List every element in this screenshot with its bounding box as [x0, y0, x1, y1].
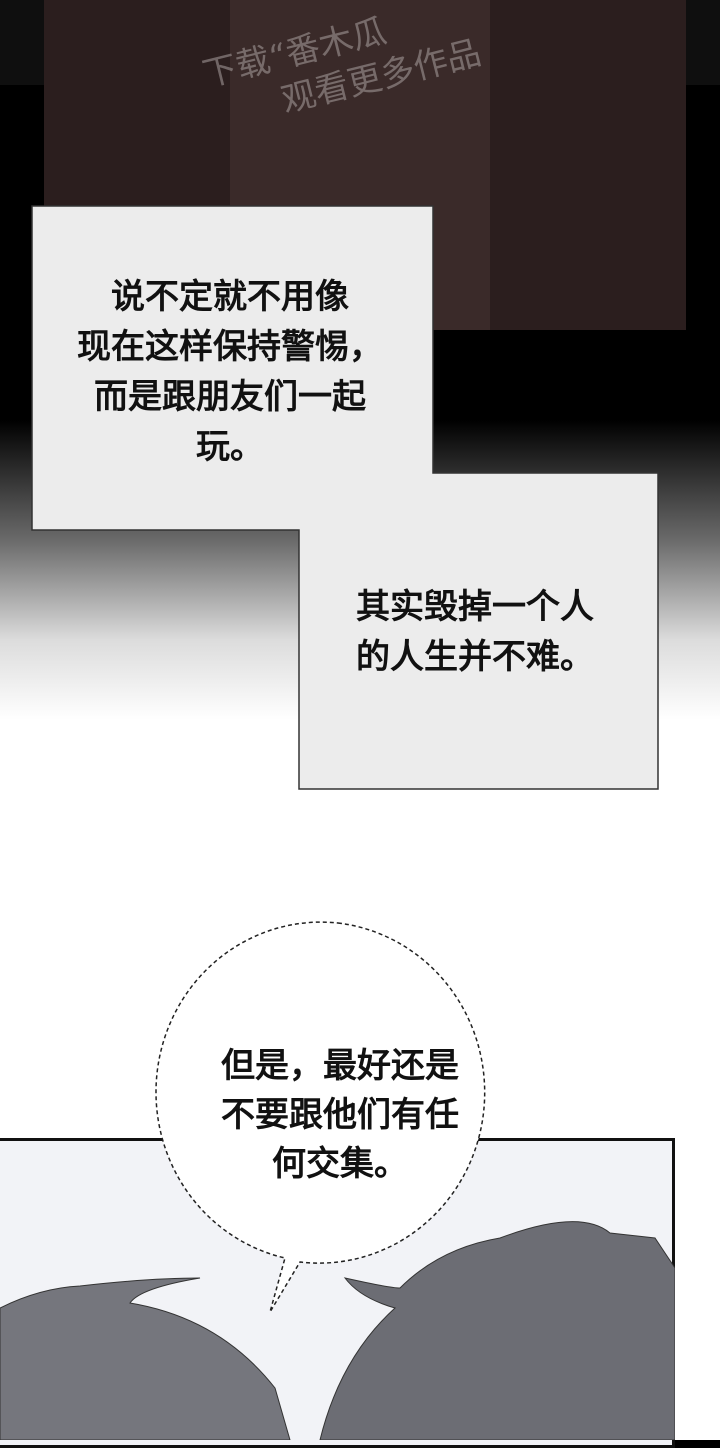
caption-box-shape [31, 205, 659, 790]
left-character-hair [0, 1277, 291, 1440]
hair-illustration [0, 1221, 675, 1440]
caption-1: 说不定就不用像 现在这样保持警惕， 而是跟朋友们一起 玩。 [77, 277, 383, 467]
caption-2: 其实毁掉一个人 的人生并不难。 [356, 587, 594, 677]
right-character-hair [319, 1221, 675, 1440]
speech-bubble-text: 但是，最好还是 不要跟他们有任 何交集。 [221, 1046, 459, 1184]
speech-bubble-shape [155, 921, 486, 1313]
